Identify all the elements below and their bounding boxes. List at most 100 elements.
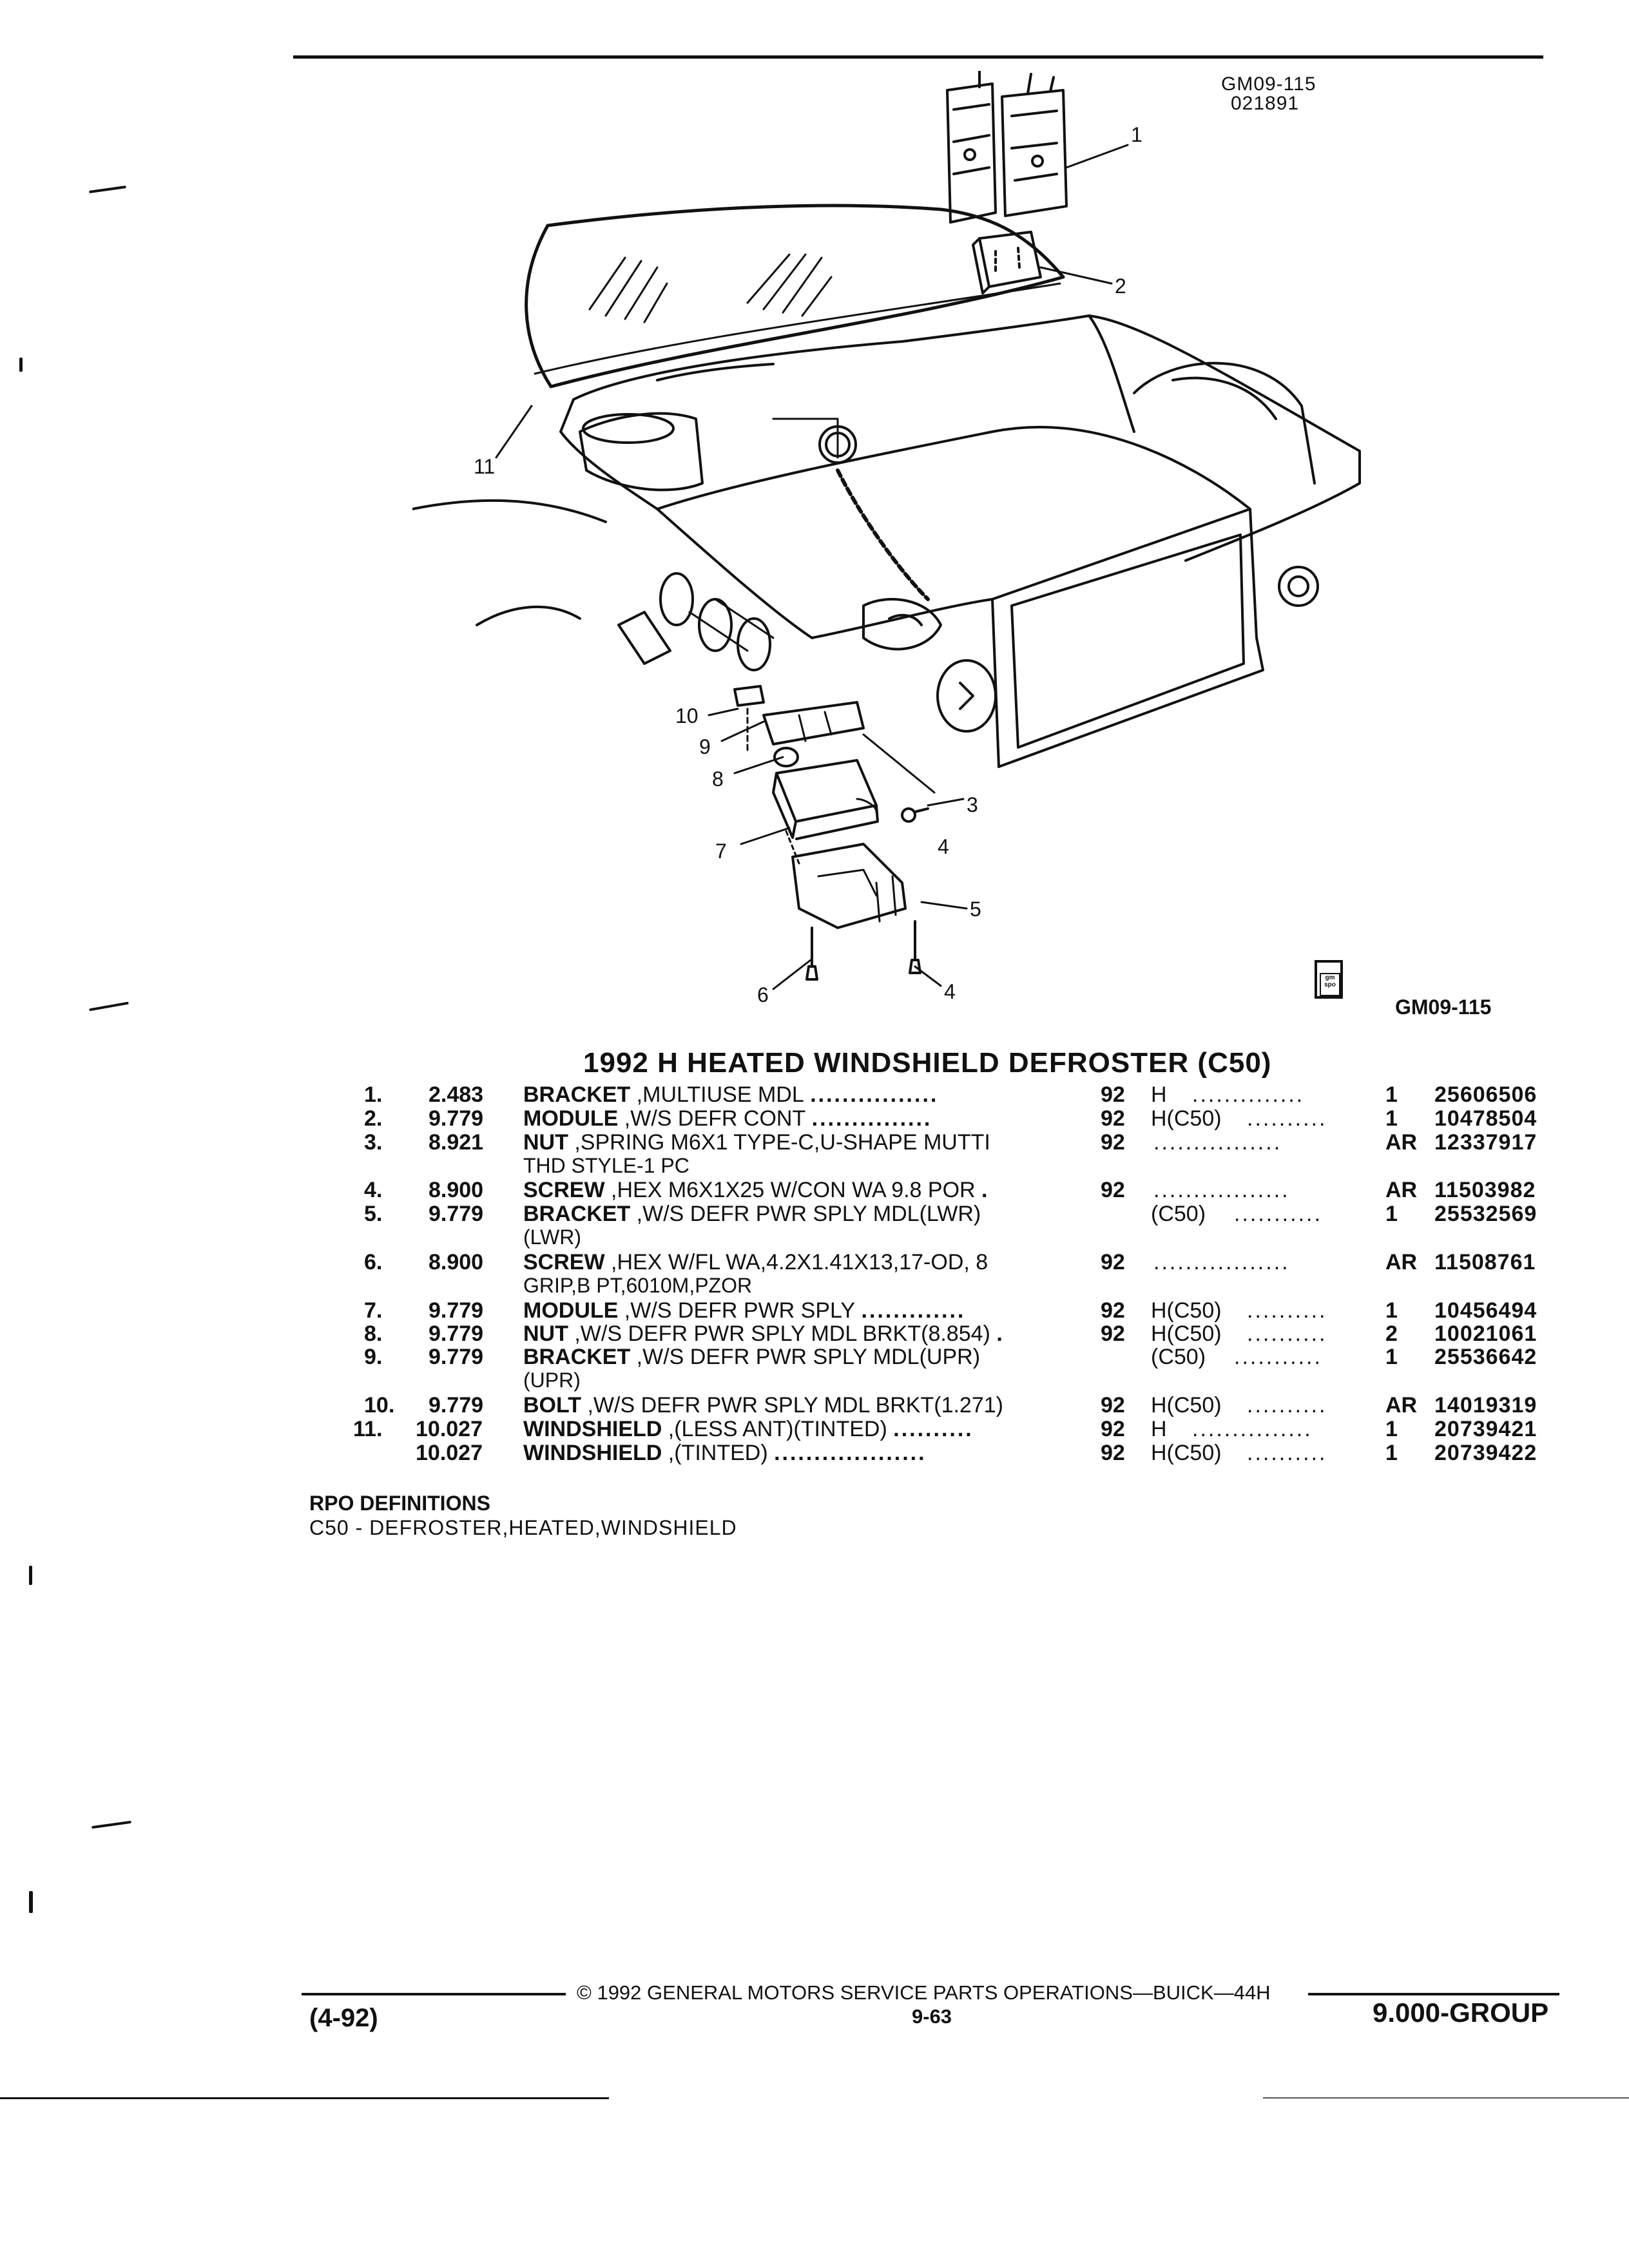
bottom-rule-right [1263, 2097, 1629, 2099]
callout-10: 10 [675, 704, 699, 727]
part-name: MODULE [523, 1106, 619, 1131]
leader-dots: .......... [1247, 1441, 1327, 1465]
table-row: 10. 9.779 BOLT ,W/S DEFR PWR SPLY MDL BR… [0, 1393, 1629, 1419]
leader-dots: .......... [1247, 1106, 1327, 1131]
part-desc: ,(TINTED) [668, 1441, 768, 1465]
part-number: 25532569 [1434, 1202, 1537, 1226]
rpo-definition: C50 - DEFROSTER,HEATED,WINDSHIELD [309, 1516, 737, 1539]
quantity: AR [1385, 1250, 1418, 1274]
leader-dots: ................. [1153, 1178, 1290, 1202]
quantity: AR [1385, 1393, 1418, 1418]
part-name: BOLT [523, 1393, 582, 1418]
item-no: 3. [364, 1130, 383, 1155]
part-desc: ,(LESS ANT)(TINTED) [668, 1417, 887, 1441]
leader-dots: .......... [1247, 1298, 1327, 1323]
group-no: 9.779 [429, 1202, 484, 1226]
quantity: 1 [1385, 1298, 1398, 1323]
part-number: 11503982 [1434, 1178, 1536, 1202]
footer-rule-right [1308, 1993, 1559, 1995]
icon-code: GM09-115 [1395, 995, 1492, 1019]
series: H [1151, 1082, 1167, 1107]
quantity: 1 [1385, 1202, 1398, 1226]
callout-2: 2 [1115, 274, 1126, 298]
series: H(C50) [1151, 1321, 1222, 1346]
footer-copyright: © 1992 GENERAL MOTORS SERVICE PARTS OPER… [577, 1981, 1271, 2004]
item-no: 1. [364, 1082, 383, 1107]
gm-spo-icon-inner: gm spo [1320, 973, 1340, 996]
part-name: NUT [523, 1321, 568, 1346]
part-name: SCREW [523, 1178, 605, 1202]
defrost-control-module [972, 231, 1042, 294]
series: H(C50) [1151, 1106, 1222, 1131]
footer-date: (4-92) [309, 2004, 378, 2032]
quantity: 1 [1385, 1082, 1398, 1107]
leader-dots: . [981, 1178, 990, 1202]
group-no: 9.779 [429, 1106, 484, 1131]
quantity: AR [1385, 1178, 1418, 1202]
group-no: 8.900 [429, 1250, 484, 1274]
item-no: 7. [364, 1298, 383, 1323]
quantity: 2 [1385, 1321, 1398, 1346]
multiuse-bracket [946, 71, 1068, 224]
item-no: 10. [364, 1393, 395, 1418]
part-number: 11508761 [1434, 1250, 1536, 1274]
group-no: 9.779 [429, 1298, 484, 1323]
leader-dots: .............. [1192, 1082, 1305, 1107]
item-no: 8. [364, 1321, 383, 1346]
model-year: 92 [1101, 1082, 1125, 1107]
group-no: 2.483 [429, 1082, 484, 1107]
leader-dots: .......... [893, 1417, 974, 1441]
part-desc: ,W/S DEFR CONT [624, 1106, 806, 1131]
leader-dots: ................ [1153, 1130, 1282, 1155]
leader-dots: .......... [1247, 1321, 1327, 1346]
margin-mark [89, 185, 126, 194]
group-no: 8.900 [429, 1178, 484, 1202]
quantity: AR [1385, 1130, 1418, 1155]
exploded-view-illustration: 1 2 3 4 5 6 4 7 8 9 10 11 [412, 71, 1361, 1006]
part-name: BRACKET [523, 1202, 631, 1226]
item-no: 11. [353, 1417, 383, 1441]
quantity: 1 [1385, 1106, 1398, 1131]
table-row: 4. 8.900 SCREW ,HEX M6X1X25 W/CON WA 9.8… [0, 1178, 1629, 1204]
windshield [525, 204, 1065, 389]
header-code-1: GM09-115 [1221, 73, 1316, 95]
series: H(C50) [1151, 1441, 1222, 1465]
table-row: 3. 8.921 NUT ,SPRING M6X1 TYPE-C,U-SHAPE… [0, 1130, 1629, 1156]
footer-group: 9.000-GROUP [1373, 1997, 1549, 2028]
group-no: 8.921 [429, 1130, 484, 1155]
part-desc: ,W/S DEFR PWR SPLY MDL BRKT(1.271) [587, 1393, 1003, 1418]
callout-7: 7 [715, 840, 727, 863]
margin-mark [29, 1891, 33, 1913]
table-row: 8. 9.779 NUT ,W/S DEFR PWR SPLY MDL BRKT… [0, 1321, 1629, 1347]
table-row: 9. 9.779 BRACKET ,W/S DEFR PWR SPLY MDL(… [0, 1345, 1629, 1370]
quantity: 1 [1385, 1417, 1398, 1441]
table-row: 2. 9.779 MODULE ,W/S DEFR CONT .........… [0, 1106, 1629, 1132]
part-desc-cont: THD STYLE-1 PC [523, 1154, 689, 1177]
table-row: 1. 2.483 BRACKET ,MULTIUSE MDL .........… [0, 1082, 1629, 1108]
part-desc: ,W/S DEFR PWR SPLY [624, 1298, 856, 1323]
part-number: 25606506 [1434, 1082, 1537, 1107]
part-name: SCREW [523, 1250, 605, 1274]
callout-4b: 4 [944, 980, 956, 1003]
table-row: 5. 9.779 BRACKET ,W/S DEFR PWR SPLY MDL(… [0, 1202, 1629, 1227]
part-number: 20739422 [1434, 1441, 1537, 1465]
margin-mark [89, 1001, 129, 1012]
model-year: 92 [1101, 1441, 1125, 1465]
quantity: 1 [1385, 1345, 1398, 1369]
leader-dots: ........... [1234, 1202, 1322, 1226]
callout-6: 6 [757, 983, 769, 1006]
series: (C50) [1151, 1202, 1206, 1226]
group-no: 10.027 [416, 1441, 483, 1465]
item-no: 5. [364, 1202, 383, 1226]
part-desc: ,MULTIUSE MDL [636, 1082, 804, 1107]
quantity: 1 [1385, 1441, 1398, 1465]
table-row: 6. 8.900 SCREW ,HEX W/FL WA,4.2X1.41X13,… [0, 1250, 1629, 1276]
power-supply-assembly [733, 685, 929, 981]
page-title: 1992 H HEATED WINDSHIELD DEFROSTER (C50) [583, 1047, 1272, 1079]
leader-dots: ................... [774, 1441, 927, 1465]
item-no: 2. [364, 1106, 383, 1131]
model-year: 92 [1101, 1178, 1125, 1202]
model-year: 92 [1101, 1298, 1125, 1323]
model-year: 92 [1101, 1250, 1125, 1274]
callout-8: 8 [712, 767, 724, 791]
